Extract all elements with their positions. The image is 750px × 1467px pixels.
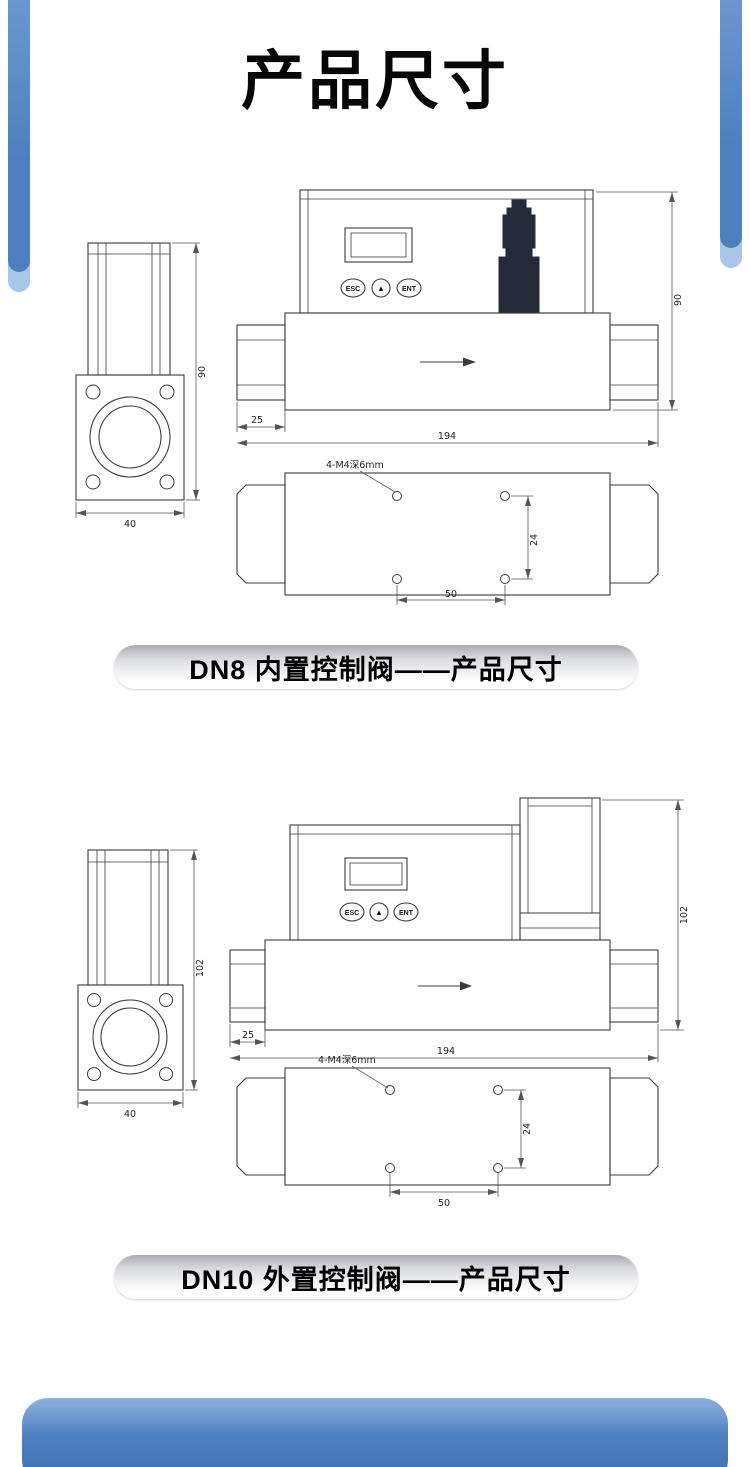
esc-button-label: ESC [345, 910, 359, 917]
flange-bolt-hole [159, 1067, 173, 1081]
up-button-label: ▲ [375, 908, 383, 917]
dim-label-height: 102 [195, 959, 206, 977]
dn10-caption: DN10 外置控制阀——产品尺寸 [114, 1255, 638, 1299]
ent-button-label: ENT [399, 910, 414, 917]
dn8-technical-drawing: 90 40 ESC ▲ ENT [75, 189, 684, 605]
dim-label-hole-h: 50 [438, 1198, 450, 1209]
esc-button-label: ESC [346, 286, 360, 293]
dim-label-length: 194 [437, 1046, 455, 1057]
flange-bolt-hole [159, 384, 175, 400]
esc-button-drawing [340, 278, 366, 298]
dim-label-hole-h: 50 [445, 589, 457, 600]
dn10-front-view: ESC ▲ ENT [229, 797, 690, 1062]
dn10-bottom-view: 4-M4深6mm 24 50 [236, 1055, 659, 1209]
right-accent-bar [720, 0, 742, 268]
dim-label-width: 40 [124, 519, 136, 530]
flange-bolt-hole [85, 384, 101, 400]
dim-label-offset: 25 [242, 1030, 254, 1041]
flow-direction-arrow [418, 981, 472, 991]
dn8-bottom-view: 4-M4深6mm 24 50 [236, 460, 659, 605]
up-button-drawing [371, 278, 391, 298]
mount-hole [392, 491, 402, 501]
external-control-valve [519, 797, 601, 941]
internal-solenoid-valve [498, 199, 540, 314]
dim-label-height: 102 [679, 906, 690, 924]
flange-bolt-hole [159, 474, 175, 490]
flange-bolt-hole [85, 474, 101, 490]
lcd-display [344, 227, 413, 263]
left-accent-bar [8, 0, 30, 292]
flange-bolt-hole [87, 993, 101, 1007]
dn8-caption: DN8 内置控制阀——产品尺寸 [114, 645, 638, 689]
dn8-side-view: 90 40 [75, 242, 208, 530]
left-accent-bar-main [8, 0, 30, 272]
mount-hole [392, 574, 402, 584]
dim-label-height: 90 [673, 294, 684, 306]
mount-hole [500, 574, 510, 584]
page-title: 产品尺寸 [241, 45, 509, 117]
dim-label-thread: 4-M4深6mm [318, 1055, 376, 1066]
up-button-label: ▲ [377, 284, 385, 293]
esc-button-drawing [339, 902, 365, 922]
up-button-drawing [369, 902, 389, 922]
mount-hole [500, 491, 510, 501]
dim-label-length: 194 [438, 431, 456, 442]
dim-label-hole-v: 24 [522, 1123, 533, 1135]
ent-button-drawing [393, 902, 419, 922]
dim-label-width: 40 [124, 1109, 136, 1120]
flow-direction-arrow [420, 357, 476, 367]
right-accent-bar-main [720, 0, 742, 248]
bottom-accent-bar [22, 1398, 728, 1467]
mount-hole [385, 1163, 395, 1173]
ent-button-label: ENT [402, 286, 417, 293]
dim-label-height: 90 [197, 366, 208, 378]
flange-bolt-hole [159, 993, 173, 1007]
dn10-caption-text: DN10 外置控制阀——产品尺寸 [181, 1264, 571, 1295]
mount-hole [493, 1085, 503, 1095]
dn10-technical-drawing: 102 40 ESC ▲ ENT [77, 797, 690, 1209]
dn8-caption-text: DN8 内置控制阀——产品尺寸 [189, 654, 563, 685]
dim-label-thread: 4-M4深6mm [326, 460, 384, 471]
dim-label-offset: 25 [251, 415, 263, 426]
flange-bolt-hole [87, 1067, 101, 1081]
lcd-display [344, 857, 408, 891]
dn10-side-view: 102 40 [77, 849, 206, 1120]
mount-hole [493, 1163, 503, 1173]
dn8-front-view: ESC ▲ ENT [236, 189, 684, 447]
ent-button-drawing [396, 278, 422, 298]
dim-label-hole-v: 24 [529, 534, 540, 546]
